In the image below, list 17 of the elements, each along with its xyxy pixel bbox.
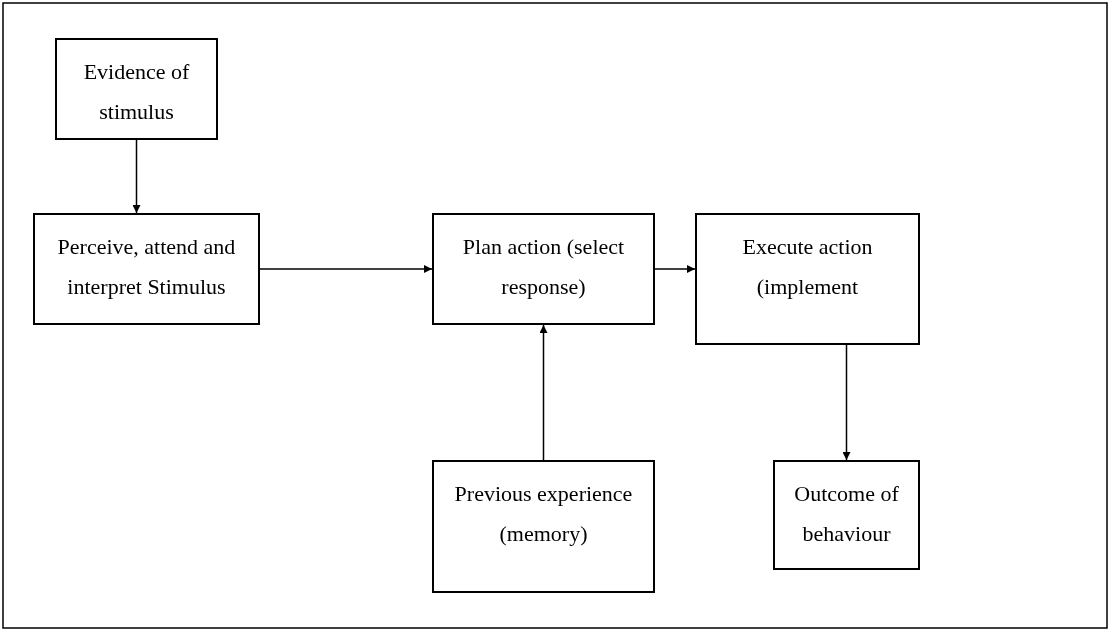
process-box [55,38,218,140]
process-box [773,460,920,570]
box-label: Execute action (implement [741,233,874,301]
box-label: Previous experience (memory) [453,480,634,548]
process-box [695,213,920,345]
arrow [132,139,141,214]
arrow [654,265,696,273]
box-label: Evidence of stimulus [82,58,191,126]
process-box [33,213,260,325]
box-label: Perceive, attend and interpret Stimulus [56,233,237,301]
arrow [259,265,433,273]
box-label: Plan action (select response) [461,233,626,301]
process-box [432,460,655,593]
box-label: Outcome of behaviour [793,480,900,548]
process-box [432,213,655,325]
arrow [842,344,851,461]
arrow [539,324,548,461]
